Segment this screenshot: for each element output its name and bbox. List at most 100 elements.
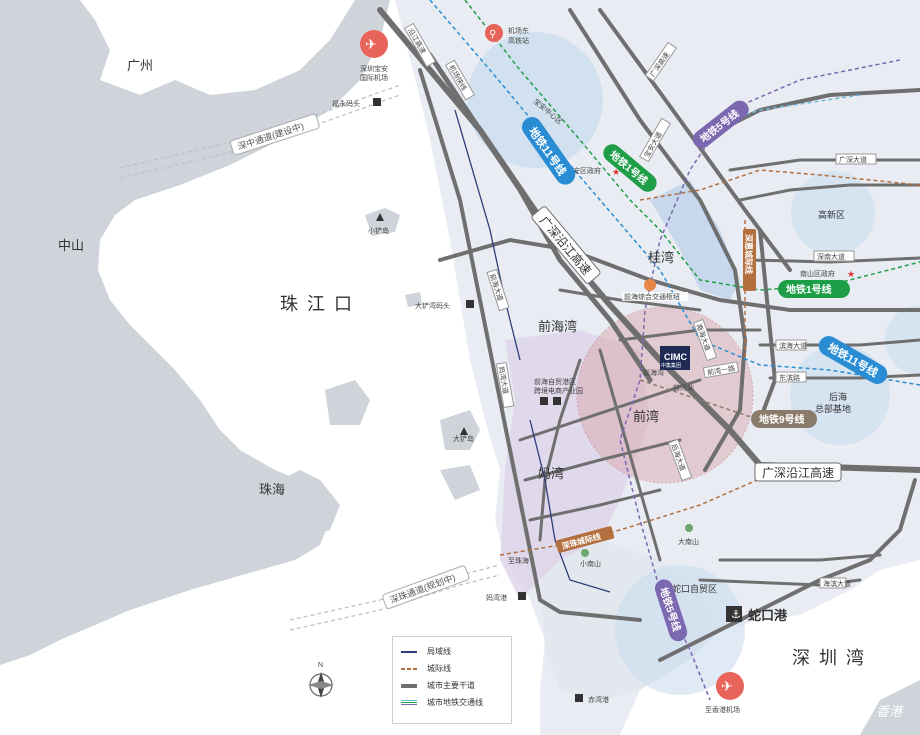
label-logistics-a: 前海自贸港区 bbox=[534, 377, 576, 386]
label-cimc-sub2: 中集集团 bbox=[661, 362, 681, 369]
qianhai-hub: 前海综合交通枢纽 CIMC 中集集团 前海湾 前湾站 前海自贸港区 跨境电商产业… bbox=[534, 279, 694, 405]
dananshan-mountain-icon bbox=[685, 524, 693, 532]
dachan-island bbox=[440, 410, 480, 450]
label-cimc: CIMC bbox=[664, 352, 687, 362]
ports: 福永码头 大铲湾码头 妈湾港 赤湾港 ⚓ 蛇口港 bbox=[332, 98, 788, 704]
legend-row: 城市地铁交通线 bbox=[401, 694, 503, 711]
baoan-blue-zone bbox=[650, 180, 740, 300]
logistics-anchor-icon bbox=[540, 397, 548, 405]
label-zhongshan: 中山 bbox=[58, 238, 84, 253]
label-guangshen-ave: 广深大道 bbox=[839, 155, 867, 164]
label-fuyong: 福永码头 bbox=[332, 99, 360, 108]
airports: ✈ 深圳宝安 国际机场 ⚲ 机场东 高铁站 ✈ 至香港机场 bbox=[360, 24, 744, 714]
label-shekou-port: 蛇口港 bbox=[748, 608, 788, 623]
west-coast-detail bbox=[260, 470, 340, 540]
baoan-plane-glyph: ✈ bbox=[365, 36, 377, 52]
island-small-1 bbox=[325, 380, 370, 425]
label-pearl-estuary: 珠 江 口 bbox=[280, 294, 354, 314]
xiaochan-island bbox=[365, 208, 400, 236]
label-hongkong: 香港 bbox=[876, 704, 904, 719]
label-airport-east-a: 机场东 bbox=[508, 26, 529, 35]
label-chiwan-port: 赤湾港 bbox=[588, 695, 609, 704]
xiaonanshan-mountain-icon bbox=[581, 549, 589, 557]
baoan-airport-icon bbox=[360, 30, 388, 58]
gaoxin-bubble bbox=[791, 171, 875, 255]
legend-intercity-swatch bbox=[401, 667, 417, 670]
mawan-port-anchor-icon bbox=[518, 592, 526, 600]
major-roads bbox=[377, 7, 920, 662]
label-gaoxin: 高新区 bbox=[818, 209, 845, 220]
hk-airport-icon bbox=[716, 672, 744, 700]
hk-plane-glyph: ✈ bbox=[721, 678, 733, 694]
fuyong-anchor-icon bbox=[373, 98, 381, 106]
label-houhai-a: 后海 bbox=[829, 391, 847, 402]
island-small-3 bbox=[405, 292, 422, 307]
label-baoan-gov: 宝安区政府 bbox=[566, 166, 601, 175]
legend-local-swatch bbox=[401, 650, 417, 653]
dachan-pier-anchor-icon bbox=[466, 300, 474, 308]
label-dachan: 大铲岛 bbox=[453, 434, 474, 443]
xiaochan-island-icon bbox=[376, 213, 384, 221]
hongkong-land bbox=[860, 680, 920, 735]
chiwan-port-anchor-icon bbox=[575, 694, 583, 702]
legend-local-label: 局域线 bbox=[427, 647, 451, 656]
label-baoan-airport-b: 国际机场 bbox=[360, 73, 388, 82]
legend-row: 城际线 bbox=[401, 660, 503, 677]
label-xiaonanshan: 小南山 bbox=[580, 559, 601, 568]
baoan-gov-star-icon: ★ bbox=[612, 167, 620, 177]
hub-icon bbox=[644, 279, 656, 291]
label-shenzhen-bay: 深 圳 湾 bbox=[792, 648, 866, 668]
label-qianhai-hub: 前海综合交通枢纽 bbox=[624, 292, 680, 301]
label-to-hk-airport: 至香港机场 bbox=[705, 705, 740, 714]
label-haibin: 海滨大道 bbox=[823, 579, 851, 588]
rail-glyph: ⚲ bbox=[489, 29, 496, 40]
label-shekou-ftz: 蛇口自贸区 bbox=[672, 583, 717, 594]
label-zhuhai: 珠海 bbox=[259, 482, 285, 497]
island-small-2 bbox=[440, 465, 480, 500]
label-to-zhuhai: 至珠海 bbox=[508, 556, 529, 565]
label-cimc-sub: 前海湾 bbox=[643, 368, 664, 377]
label-guangzhou: 广州 bbox=[127, 58, 153, 73]
label-dachan-pier: 大铲湾码头 bbox=[415, 301, 450, 310]
legend-road-swatch bbox=[401, 683, 417, 688]
label-shenhui-intercity: 深惠城际线 bbox=[744, 234, 754, 274]
label-airport-east-b: 高铁站 bbox=[508, 36, 529, 45]
label-line9: 地铁9号线 bbox=[759, 413, 805, 426]
legend-road-label: 城市主要干道 bbox=[427, 681, 475, 690]
label-qianhaiwan: 前海湾 bbox=[538, 319, 577, 334]
label-mawan-port: 妈湾港 bbox=[486, 593, 507, 602]
legend: 局域线 城际线 城市主要干道 城市地铁交通线 bbox=[392, 636, 512, 724]
baoan-bubble bbox=[467, 32, 603, 168]
label-xiaochan: 小铲岛 bbox=[368, 226, 389, 235]
legend-row: 城市主要干道 bbox=[401, 677, 503, 694]
airport-east-rail-icon bbox=[485, 24, 503, 42]
label-shennan-ave: 深南大道 bbox=[817, 252, 845, 261]
label-guiwan: 桂湾 bbox=[648, 250, 674, 265]
svg-text:N: N bbox=[318, 662, 323, 669]
cimc-logo bbox=[660, 346, 690, 370]
label-mawan: 妈湾 bbox=[538, 466, 564, 481]
label-line1-b: 地铁1号线 bbox=[786, 283, 832, 296]
label-baoan-airport-a: 深圳宝安 bbox=[360, 64, 388, 73]
label-houhai-b: 总部基地 bbox=[815, 403, 851, 414]
label-dongbin: 东滨路 bbox=[779, 373, 800, 382]
label-binhai: 滨海大道 bbox=[779, 341, 807, 350]
label-qianwan-station: 前湾站 bbox=[673, 383, 694, 392]
legend-row: 局域线 bbox=[401, 643, 503, 660]
shekou-anchor-glyph: ⚓ bbox=[731, 609, 741, 621]
label-guangshen-coast-2: 广深沿江高速 bbox=[762, 465, 834, 480]
legend-metro-swatch bbox=[401, 699, 417, 706]
legend-intercity-label: 城际线 bbox=[427, 664, 451, 673]
label-logistics-b: 跨境电商产业园 bbox=[534, 386, 583, 395]
compass-icon: N bbox=[308, 662, 334, 698]
nanshan-gov-star-icon: ★ bbox=[847, 269, 855, 279]
label-qianwan: 前湾 bbox=[633, 409, 659, 424]
shekou-port-anchor-icon bbox=[726, 606, 742, 622]
dachan-island-icon bbox=[460, 427, 468, 435]
local-lines bbox=[454, 109, 611, 593]
label-dananshan: 大南山 bbox=[678, 537, 699, 546]
legend-metro-label: 城市地铁交通线 bbox=[427, 698, 483, 707]
logistics-anchor-icon-2 bbox=[553, 397, 561, 405]
label-nanshan-gov: 南山区政府 bbox=[800, 269, 835, 278]
